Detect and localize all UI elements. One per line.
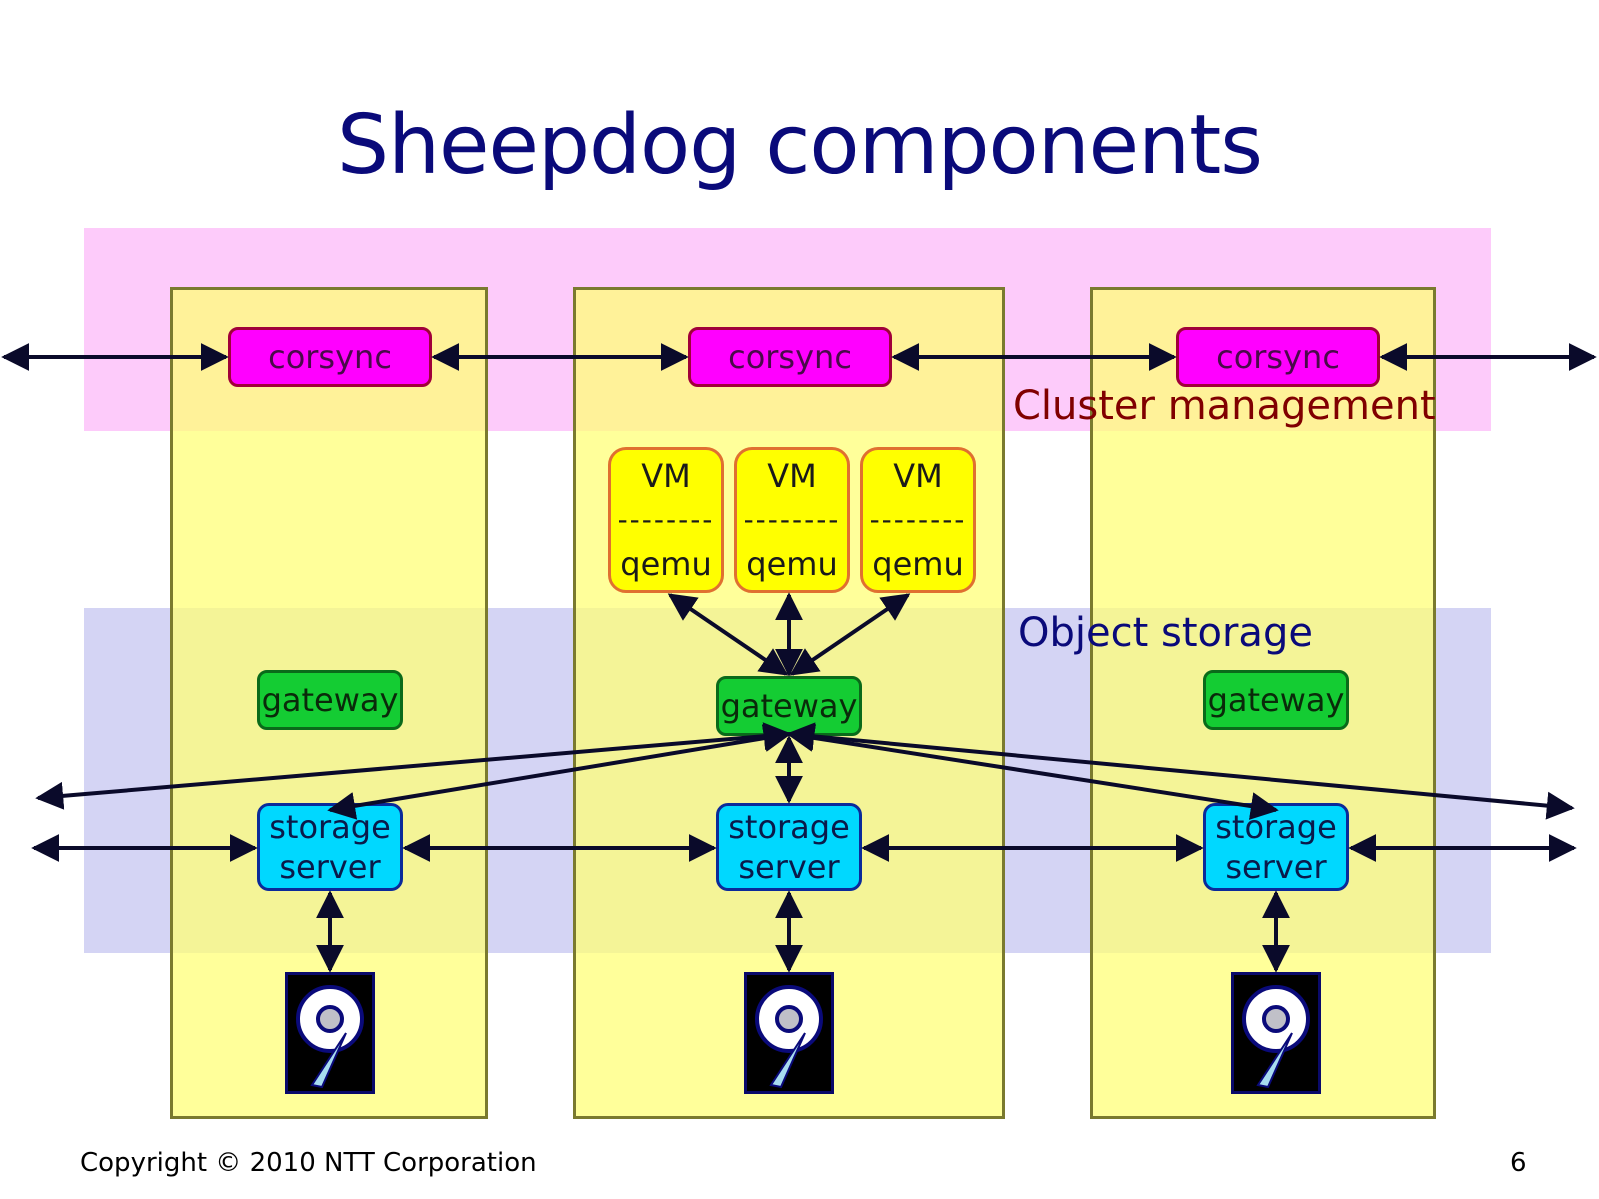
vm-qemu-1: VM -------- qemu bbox=[608, 447, 724, 593]
vm-label: VM bbox=[893, 457, 943, 496]
hard-disk-glyph bbox=[755, 985, 823, 1089]
hard-disk-icon bbox=[1231, 972, 1321, 1094]
gateway-left-edge-link bbox=[35, 722, 792, 810]
qemu-label: qemu bbox=[872, 544, 964, 583]
gateway-label: gateway bbox=[1207, 681, 1345, 719]
gateway-node-1: gateway bbox=[257, 670, 403, 730]
corsync-node-1: corsync bbox=[228, 327, 432, 387]
hard-disk-icon bbox=[285, 972, 375, 1094]
qemu-label: qemu bbox=[746, 544, 838, 583]
vm-label: VM bbox=[767, 457, 817, 496]
footer-copyright: Copyright © 2010 NTT Corporation bbox=[80, 1148, 537, 1178]
slide-title: Sheepdog components bbox=[337, 98, 1263, 193]
cluster-management-label: Cluster management bbox=[1013, 383, 1436, 429]
hard-disk-glyph bbox=[296, 985, 364, 1089]
qemu-label: qemu bbox=[620, 544, 712, 583]
server-label: server bbox=[738, 848, 840, 886]
vm-separator: -------- bbox=[869, 502, 967, 536]
vm-separator: -------- bbox=[617, 502, 715, 536]
gateway-label: gateway bbox=[261, 681, 399, 719]
gateway-right-edge-link bbox=[786, 722, 1575, 820]
vm-qemu-3: VM -------- qemu bbox=[860, 447, 976, 593]
vm1-gateway-link bbox=[667, 593, 789, 676]
page-number: 6 bbox=[1510, 1148, 1527, 1178]
hard-disk-glyph bbox=[1242, 985, 1310, 1089]
server-label: server bbox=[1225, 848, 1327, 886]
corsync-label: corsync bbox=[728, 338, 852, 376]
corsync-label: corsync bbox=[268, 338, 392, 376]
corsync-label: corsync bbox=[1216, 338, 1340, 376]
corsync-node-3: corsync bbox=[1176, 327, 1380, 387]
vm3-gateway-link bbox=[789, 593, 911, 676]
vm-label: VM bbox=[641, 457, 691, 496]
gateway-label: gateway bbox=[720, 687, 858, 725]
vm-qemu-2: VM -------- qemu bbox=[734, 447, 850, 593]
vm-separator: -------- bbox=[743, 502, 841, 536]
hard-disk-icon bbox=[744, 972, 834, 1094]
corsync-node-2: corsync bbox=[688, 327, 892, 387]
object-storage-label: Object storage bbox=[1018, 610, 1313, 656]
gateway-storage1-link bbox=[327, 724, 792, 820]
server-label: server bbox=[279, 848, 381, 886]
